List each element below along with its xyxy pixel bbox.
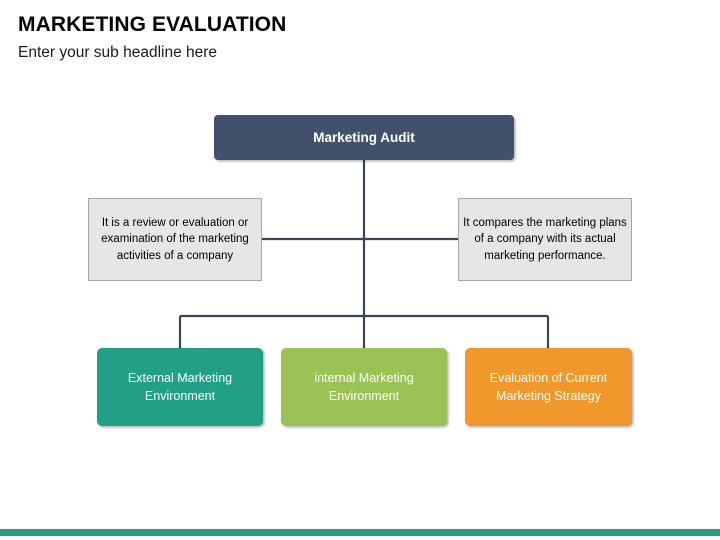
node-description-left-label: It is a review or evaluation or examinat… (101, 216, 249, 262)
node-description-left[interactable]: It is a review or evaluation or examinat… (88, 198, 262, 281)
node-marketing-audit-label: Marketing Audit (313, 130, 415, 145)
node-description-right-label: It compares the marketing plans of a com… (463, 216, 627, 262)
node-evaluation-current-marketing-strategy[interactable]: Evaluation of Current Marketing Strategy (465, 348, 632, 426)
page-subtitle: Enter your sub headline here (18, 44, 218, 61)
node-external-marketing-environment[interactable]: External Marketing Environment (97, 348, 263, 426)
node-external-marketing-environment-label: External Marketing Environment (127, 371, 233, 403)
node-marketing-audit[interactable]: Marketing Audit (214, 115, 514, 160)
node-evaluation-current-marketing-strategy-label: Evaluation of Current Marketing Strategy (489, 371, 608, 403)
node-internal-marketing-environment-label: internal Marketing Environment (314, 371, 414, 403)
page-title: MARKETING EVALUATION (18, 13, 287, 36)
slide-header: MARKETING EVALUATION Enter your sub head… (18, 12, 658, 64)
footer-accent-bar (0, 529, 720, 536)
node-internal-marketing-environment[interactable]: internal Marketing Environment (281, 348, 447, 426)
node-description-right[interactable]: It compares the marketing plans of a com… (458, 198, 632, 281)
